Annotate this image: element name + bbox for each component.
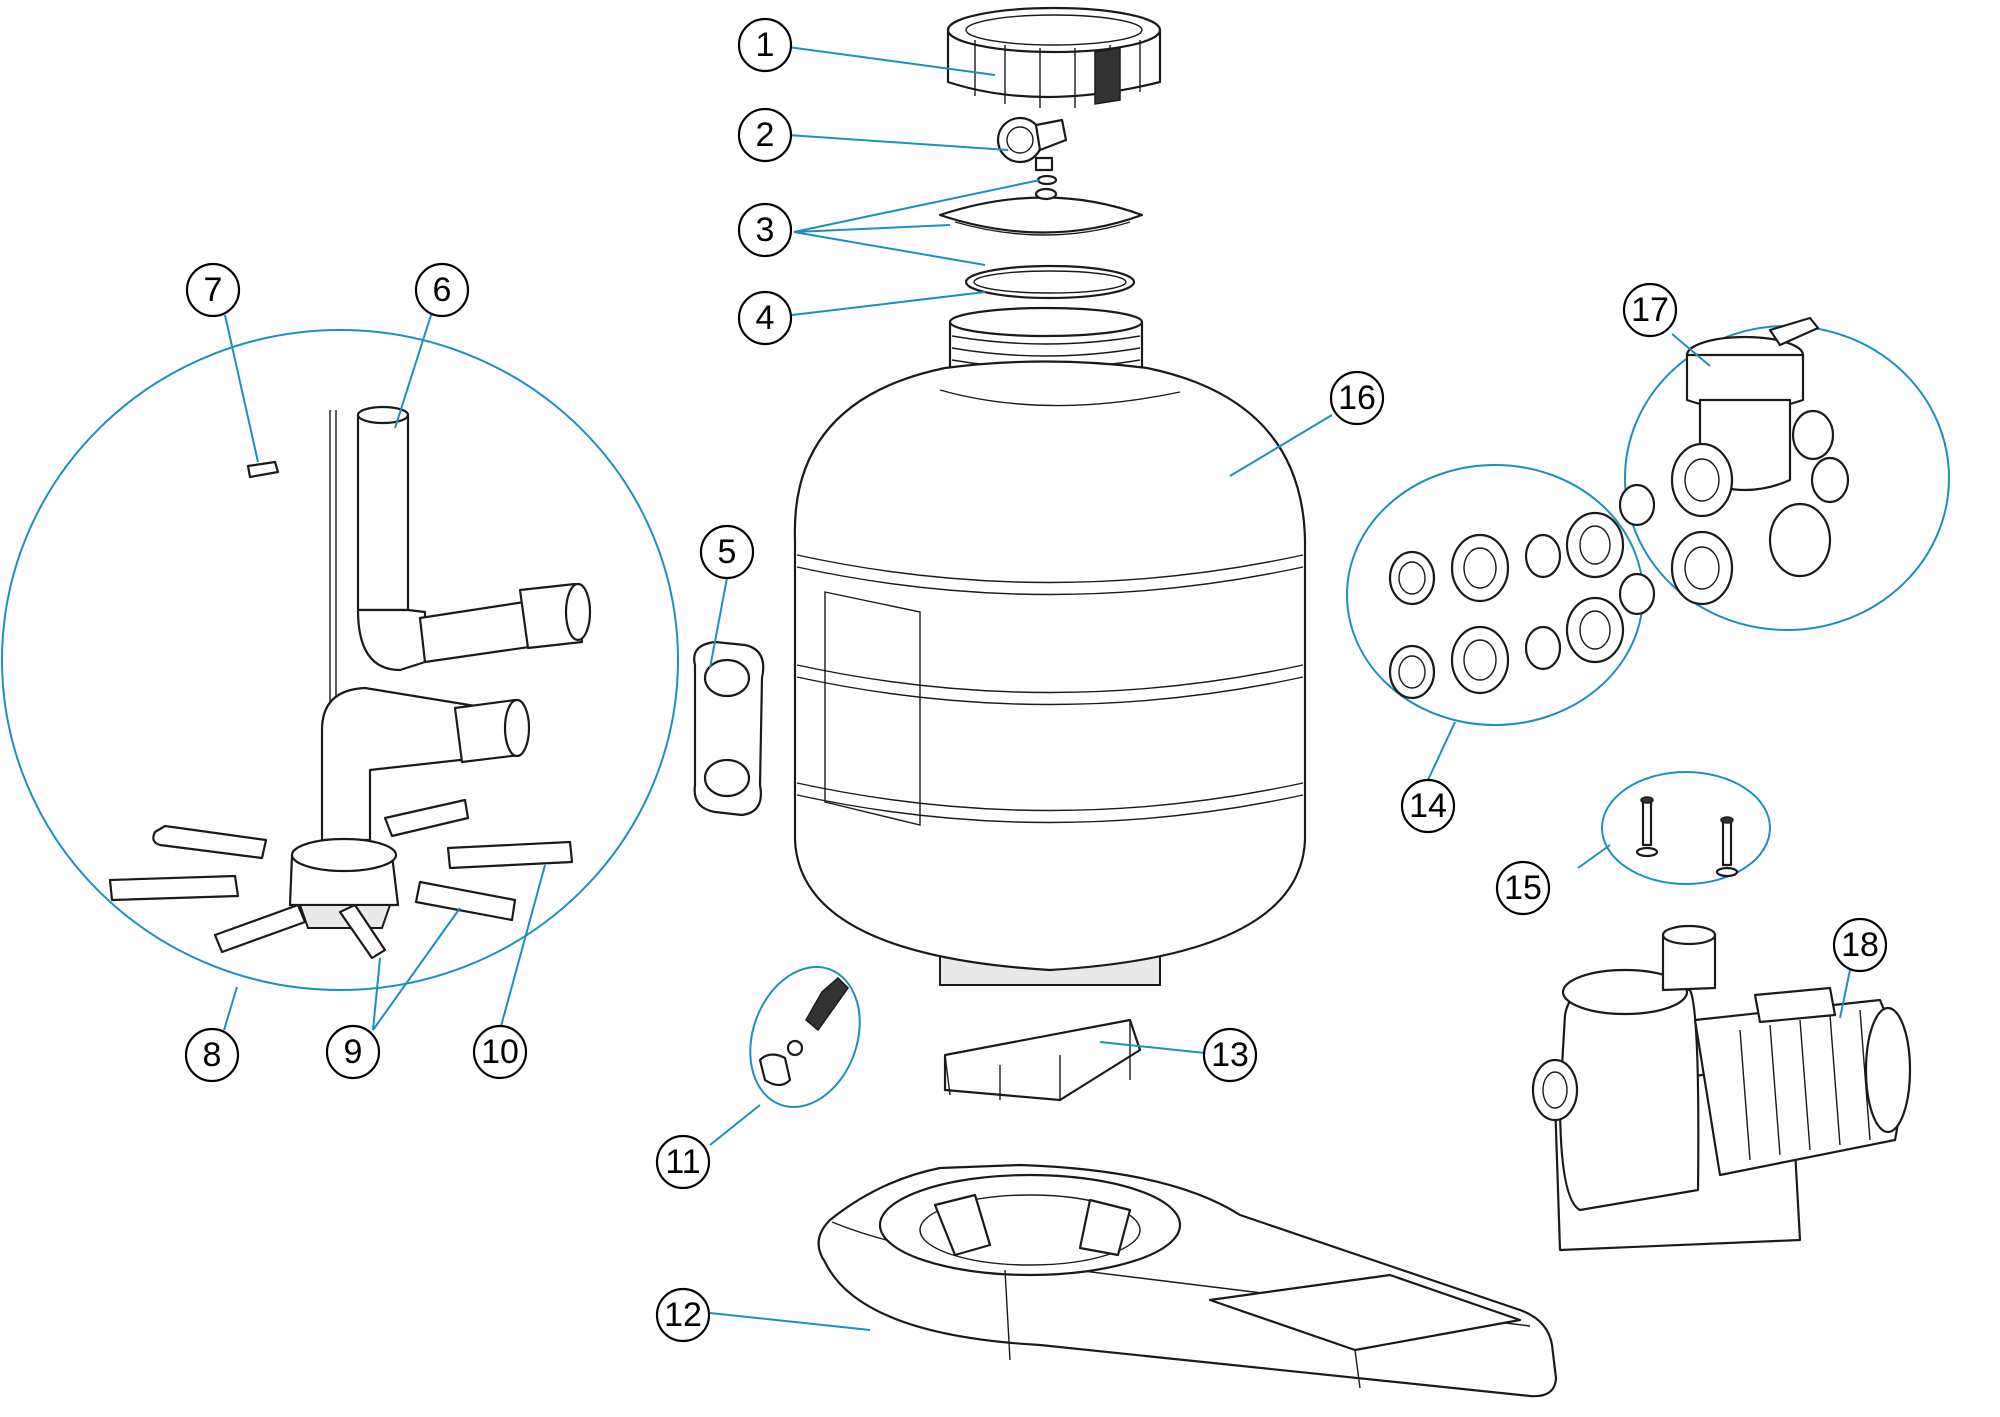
callout-14: 14 [1400, 778, 1456, 834]
callout-label-3: 3 [756, 211, 775, 249]
callout-16: 16 [1329, 370, 1385, 426]
callout-label-12: 12 [664, 1296, 702, 1334]
part-manometer [996, 116, 1068, 172]
part-multiport-valve [1618, 316, 1850, 616]
part-unions-set [1388, 511, 1625, 700]
leader-15 [1577, 844, 1611, 869]
part-lid [938, 174, 1144, 236]
group-circles [1, 325, 1950, 1108]
part-cover-ring [946, 6, 1162, 108]
part-o-ring [964, 264, 1136, 300]
leader-13 [1099, 1041, 1206, 1054]
callout-label-15: 15 [1504, 869, 1542, 907]
callout-label-2: 2 [756, 116, 775, 154]
part-base [817, 1163, 1558, 1398]
leader-2 [787, 134, 1009, 151]
group-circle-11 [749, 966, 861, 1108]
leader-9a [372, 957, 381, 1031]
part-pump [1531, 924, 1912, 1252]
part-screws [1635, 796, 1739, 878]
leader-6 [394, 311, 433, 429]
callout-6: 6 [414, 262, 470, 318]
leader-3b [793, 224, 951, 233]
callout-label-7: 7 [204, 271, 223, 309]
leader-5 [709, 577, 728, 669]
callout-11: 11 [655, 1134, 711, 1190]
callout-label-16: 16 [1338, 379, 1376, 417]
leader-3c [793, 231, 986, 266]
part-tank [793, 306, 1307, 986]
part-connector [693, 640, 765, 817]
callout-18: 18 [1832, 917, 1888, 973]
callout-8: 8 [184, 1027, 240, 1083]
callout-1: 1 [737, 17, 793, 73]
callout-label-10: 10 [481, 1033, 519, 1071]
leader-10 [499, 864, 546, 1031]
callout-2: 2 [737, 107, 793, 163]
callout-label-9: 9 [344, 1033, 363, 1071]
callout-13: 13 [1202, 1027, 1258, 1083]
callout-label-6: 6 [433, 271, 452, 309]
callout-12: 12 [655, 1287, 711, 1343]
leader-7 [224, 314, 259, 463]
callout-label-14: 14 [1409, 787, 1447, 825]
callout-17: 17 [1622, 282, 1678, 338]
callout-label-1: 1 [756, 26, 775, 64]
leader-12 [709, 1312, 871, 1331]
group-circle-8 [1, 329, 679, 991]
callout-label-18: 18 [1841, 926, 1879, 964]
group-circle-15 [1601, 771, 1771, 885]
leader-14 [1427, 721, 1456, 781]
leader-1 [787, 46, 996, 76]
leader-17 [1671, 333, 1711, 367]
leader-16 [1229, 414, 1333, 477]
callout-7: 7 [185, 262, 241, 318]
callout-label-4: 4 [756, 299, 775, 337]
callouts: 1 2 3 4 5 6 7 8 9 10 11 12 13 14 15 16 1… [184, 17, 1888, 1343]
callout-9: 9 [325, 1024, 381, 1080]
part-drain [758, 976, 849, 1087]
callout-4: 4 [737, 290, 793, 346]
callout-15: 15 [1495, 860, 1551, 916]
leader-11 [709, 1104, 761, 1146]
part-lateral-assembly [108, 405, 592, 960]
callout-10: 10 [472, 1024, 528, 1080]
callout-label-13: 13 [1211, 1036, 1249, 1074]
leader-18 [1839, 969, 1851, 1019]
callout-3: 3 [737, 202, 793, 258]
part-support [943, 1018, 1142, 1102]
callout-label-8: 8 [203, 1036, 222, 1074]
leader-lines [223, 46, 1851, 1331]
leader-8 [223, 986, 238, 1031]
callout-label-17: 17 [1631, 291, 1669, 329]
leader-4 [791, 291, 986, 316]
leader-9b [372, 907, 461, 1031]
callout-label-5: 5 [718, 533, 737, 571]
callout-label-11: 11 [665, 1143, 700, 1181]
leader-3a [793, 179, 1041, 233]
callout-5: 5 [699, 524, 755, 580]
